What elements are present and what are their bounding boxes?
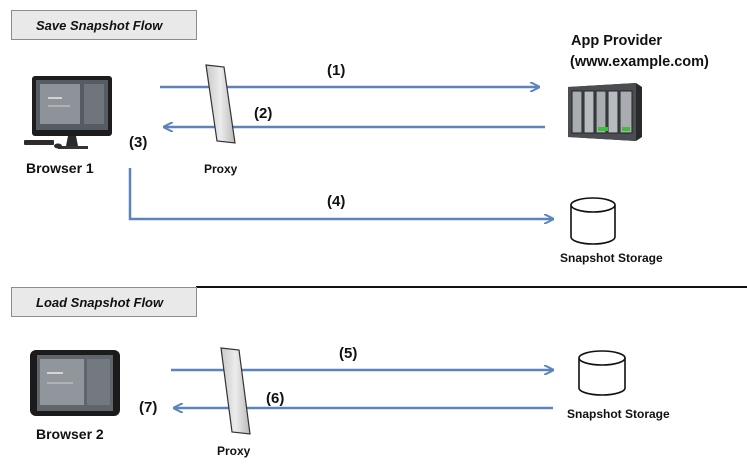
section-divider — [196, 286, 747, 288]
app-provider-domain: (www.example.com) — [570, 54, 709, 70]
step-6-label: (6) — [266, 390, 285, 407]
browser-2-label: Browser 2 — [36, 426, 104, 442]
browser-1-label: Browser 1 — [26, 160, 94, 176]
snapshot-storage-label: Snapshot Storage — [567, 407, 670, 421]
database-cylinder-icon — [570, 197, 616, 245]
server-rack-icon — [568, 83, 642, 141]
desktop-computer-icon — [24, 76, 112, 149]
step-7-label: (7) — [139, 399, 158, 416]
tablet-icon — [30, 350, 120, 416]
proxy-label: Proxy — [217, 444, 251, 458]
step-2-label: (2) — [254, 105, 273, 122]
proxy-panel-icon — [205, 64, 236, 144]
save-flow-title: Save Snapshot Flow — [11, 10, 197, 40]
snapshot-storage-label: Snapshot Storage — [560, 251, 663, 265]
step-3-label: (3) — [129, 134, 148, 151]
proxy-panel-icon — [220, 347, 251, 435]
step-4-label: (4) — [327, 193, 346, 210]
step-1-label: (1) — [327, 62, 346, 79]
app-provider-label: App Provider — [571, 33, 663, 49]
proxy-label: Proxy — [204, 162, 238, 176]
database-cylinder-icon — [578, 350, 626, 396]
load-flow-title: Load Snapshot Flow — [11, 287, 197, 317]
step-5-label: (5) — [339, 345, 358, 362]
arrow-step-4 — [128, 168, 552, 219]
